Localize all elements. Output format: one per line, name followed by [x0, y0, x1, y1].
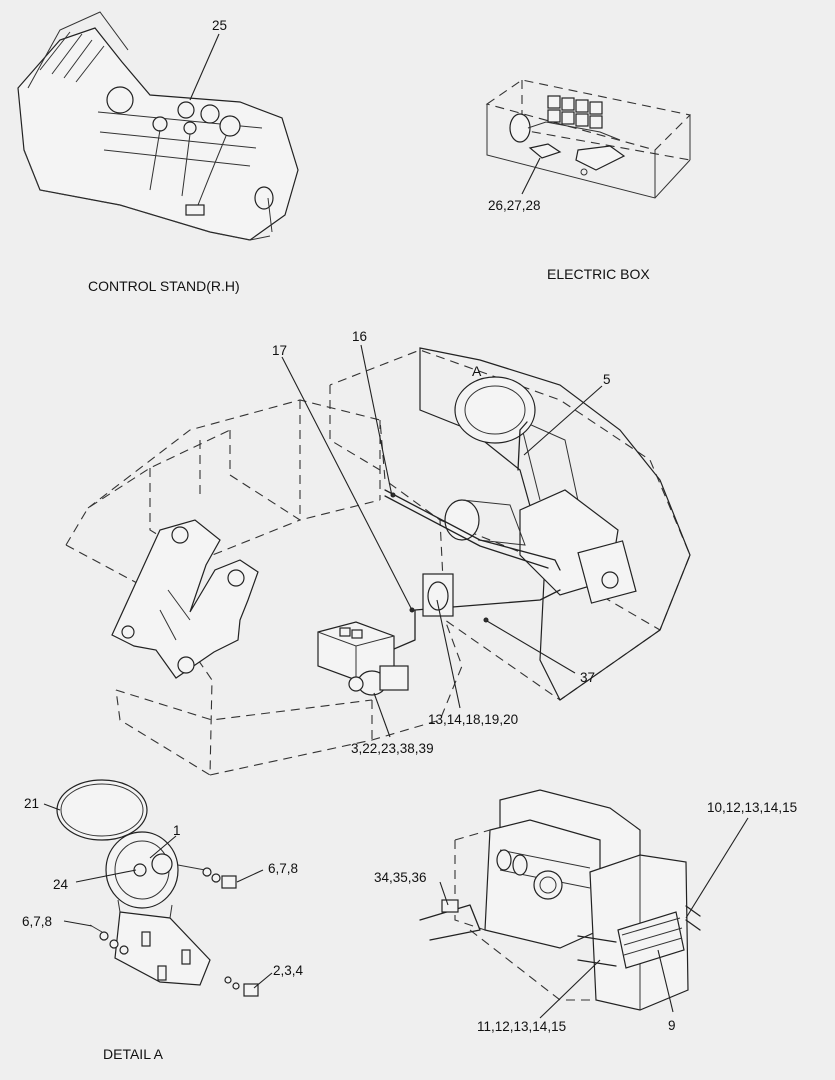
control-stand-drawing	[17, 11, 299, 241]
detail-a-marker: A	[472, 363, 482, 379]
detail-a-title: DETAIL A	[103, 1046, 164, 1062]
callout-9: 9	[668, 1018, 676, 1033]
control-stand-title: CONTROL STAND(R.H)	[88, 278, 240, 294]
engine-cooler-drawing	[419, 789, 701, 1011]
callout-26-27-28: 26,27,28	[488, 198, 541, 213]
electric-box-drawing	[485, 79, 692, 199]
callout-24: 24	[53, 877, 69, 892]
callout-3-22-23-38-39: 3,22,23,38,39	[351, 741, 434, 756]
electric-box-title: ELECTRIC BOX	[547, 266, 650, 282]
callout-6-7-8-left: 6,7,8	[22, 914, 52, 929]
callout-11-12-13-14-15: 11,12,13,14,15	[477, 1019, 566, 1034]
callout-5: 5	[603, 372, 611, 387]
callout-10-12-13-14-15: 10,12,13,14,15	[707, 800, 797, 815]
callout-1: 1	[173, 823, 181, 838]
callout-17: 17	[272, 343, 287, 358]
callout-34-35-36: 34,35,36	[374, 870, 427, 885]
callout-21: 21	[24, 796, 39, 811]
callout-13-14-18-19-20: 13,14,18,19,20	[428, 712, 518, 727]
callout-6-7-8-right: 6,7,8	[268, 861, 298, 876]
callout-16: 16	[352, 329, 367, 344]
callout-37: 37	[580, 670, 595, 685]
callout-2-3-4: 2,3,4	[273, 963, 304, 978]
callout-25: 25	[212, 18, 227, 33]
detail-a-drawing	[56, 779, 259, 997]
machine-overall-drawing	[65, 347, 691, 776]
